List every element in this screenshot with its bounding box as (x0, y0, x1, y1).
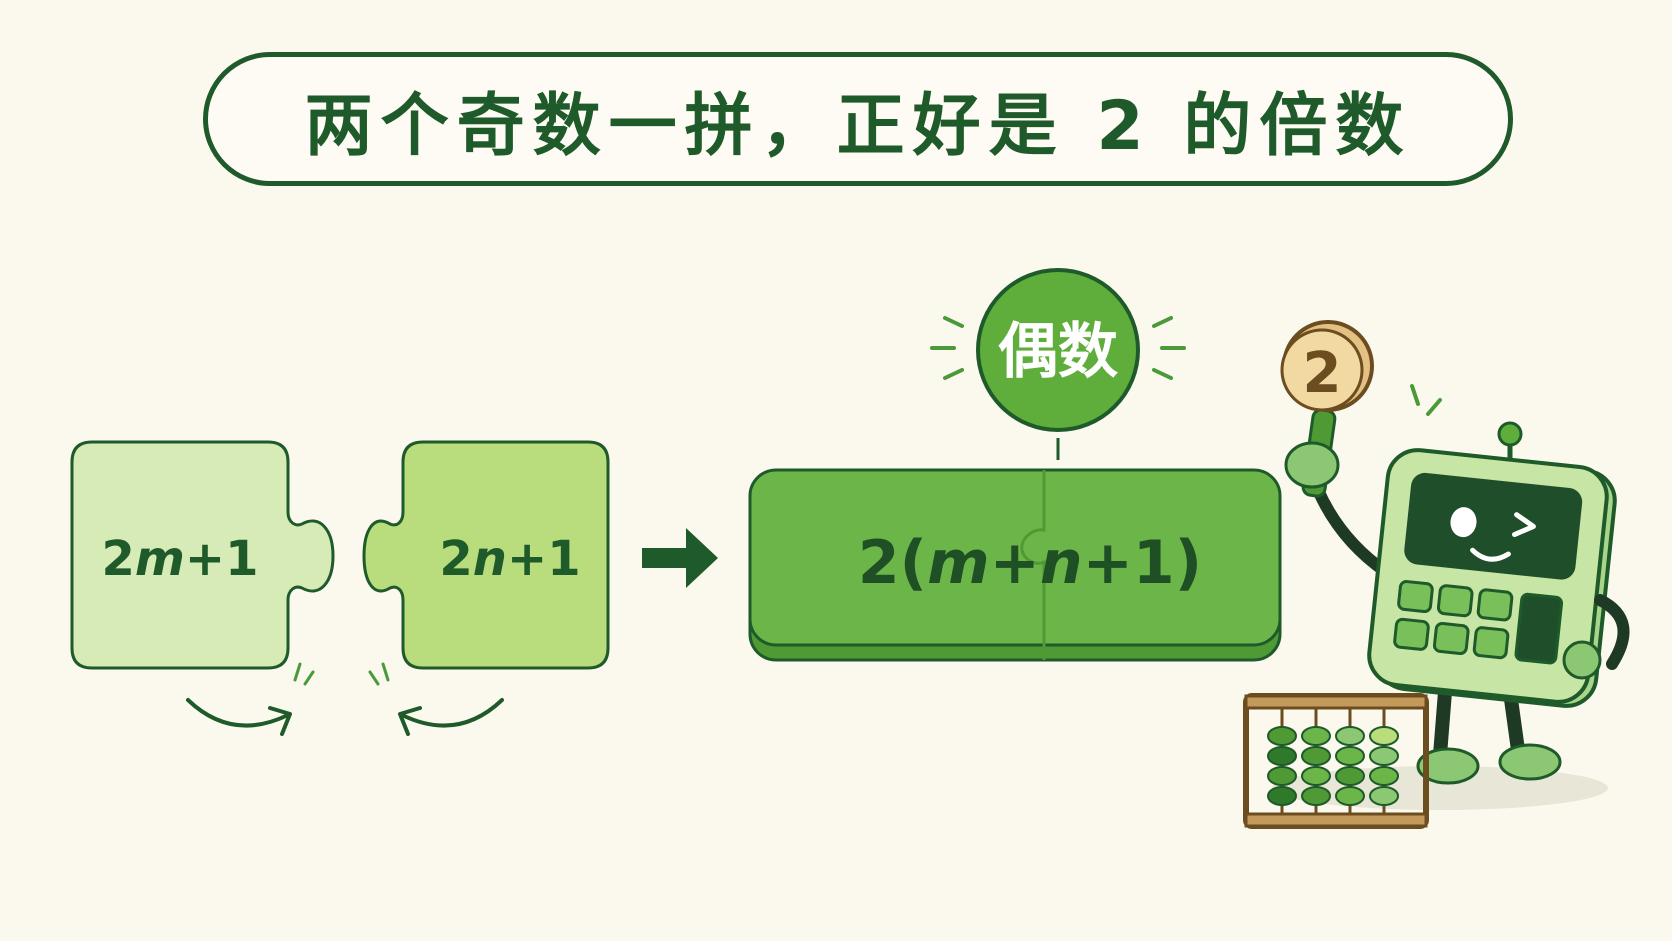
swap-arrow-icon (186, 698, 504, 736)
abacus-icon (1243, 693, 1429, 829)
right-puzzle-piece: 2n+1 (362, 440, 610, 670)
left-piece-label: 2m+1 (101, 531, 258, 587)
right-arrow-icon (642, 528, 718, 588)
coin-icon: 2 (1280, 320, 1374, 412)
result-label: 2(m+n+1) (858, 528, 1202, 598)
left-puzzle-piece: 2m+1 (70, 440, 335, 670)
title-banner: 两个奇数一拼，正好是 2 的倍数 (203, 52, 1513, 186)
coin-label: 2 (1303, 341, 1342, 406)
result-bar: 2(m+n+1) (748, 468, 1282, 662)
even-badge: 偶数 (976, 268, 1140, 432)
badge-label: 偶数 (998, 317, 1118, 387)
motion-marks (293, 662, 390, 686)
right-piece-label: 2n+1 (439, 531, 580, 587)
page-title: 两个奇数一拼，正好是 2 的倍数 (304, 86, 1412, 166)
sparkle-lines (930, 316, 1186, 380)
coin-sparkles (1410, 384, 1442, 416)
